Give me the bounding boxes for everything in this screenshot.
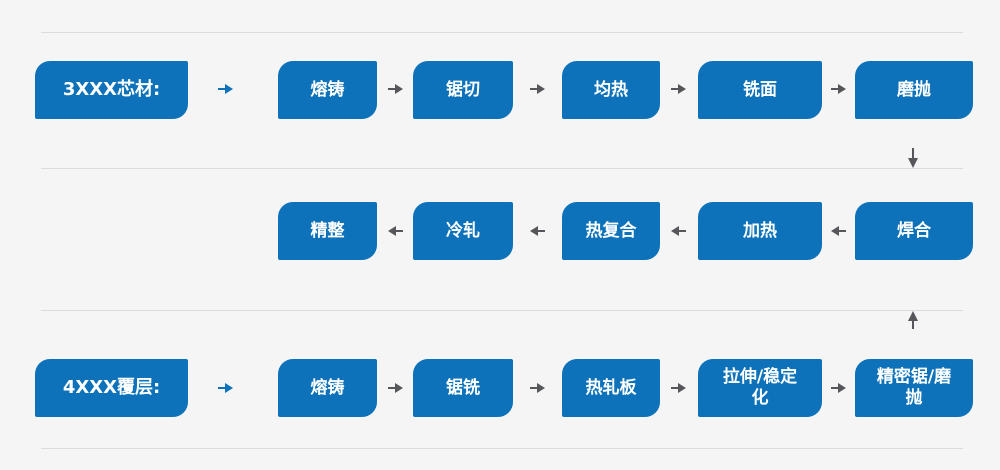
step-homogenizing: 均热 <box>562 61 660 119</box>
step-precision-sawing-grinding: 精密锯/磨抛 <box>855 359 973 417</box>
arrow-right-icon <box>831 383 846 393</box>
arrow-right-icon <box>218 84 233 94</box>
step-label: 热复合 <box>585 220 637 241</box>
step-label: 加热 <box>743 220 777 241</box>
divider-bottom <box>41 448 963 449</box>
step-label: 焊合 <box>897 220 931 241</box>
step-label: 熔铸 <box>310 79 345 100</box>
step-label: 热轧板 <box>585 377 637 398</box>
step-label: 均热 <box>594 79 628 100</box>
step-finishing: 精整 <box>278 202 377 260</box>
step-face-milling: 铣面 <box>698 61 822 119</box>
step-label: 拉伸/稳定化 <box>722 367 798 408</box>
step-hot-cladding: 热复合 <box>562 202 660 260</box>
arrow-right-icon <box>671 383 686 393</box>
step-grinding-polishing: 磨抛 <box>855 61 973 119</box>
arrow-right-icon <box>530 84 545 94</box>
arrow-down-icon <box>908 148 918 168</box>
step-stretching-stabilizing: 拉伸/稳定化 <box>698 359 822 417</box>
arrow-up-icon <box>908 311 918 329</box>
arrow-left-icon <box>831 226 846 236</box>
step-hot-rolled-plate: 热轧板 <box>562 359 660 417</box>
step-melting-casting: 熔铸 <box>278 359 377 417</box>
divider-row2-row3 <box>41 310 963 311</box>
step-label: 精整 <box>310 220 345 241</box>
step-melting-casting: 熔铸 <box>278 61 377 119</box>
step-heating: 加热 <box>698 202 822 260</box>
row-label-text: 3XXX芯材: <box>62 79 161 101</box>
arrow-left-icon <box>671 226 686 236</box>
arrow-right-icon <box>671 84 686 94</box>
divider-row1-row2 <box>41 168 963 169</box>
step-label: 冷轧 <box>446 220 480 241</box>
arrow-right-icon <box>388 84 403 94</box>
arrow-right-icon <box>530 383 545 393</box>
step-label: 磨抛 <box>897 79 931 100</box>
step-label: 锯切 <box>446 79 480 100</box>
row-label-4xxx-clad: 4XXX覆层: <box>35 359 188 417</box>
arrow-left-icon <box>530 226 545 236</box>
step-cold-rolling: 冷轧 <box>413 202 513 260</box>
step-saw-milling: 锯铣 <box>413 359 513 417</box>
divider-top <box>41 32 963 33</box>
row-label-3xxx-core: 3XXX芯材: <box>35 61 188 119</box>
arrow-right-icon <box>218 383 233 393</box>
step-welding: 焊合 <box>855 202 973 260</box>
arrow-left-icon <box>388 226 403 236</box>
step-label: 精密锯/磨抛 <box>876 367 952 408</box>
arrow-right-icon <box>831 84 846 94</box>
step-sawing: 锯切 <box>413 61 513 119</box>
step-label: 铣面 <box>743 79 777 100</box>
arrow-right-icon <box>388 383 403 393</box>
row-label-text: 4XXX覆层: <box>62 377 161 399</box>
step-label: 锯铣 <box>446 377 480 398</box>
step-label: 熔铸 <box>310 377 345 398</box>
